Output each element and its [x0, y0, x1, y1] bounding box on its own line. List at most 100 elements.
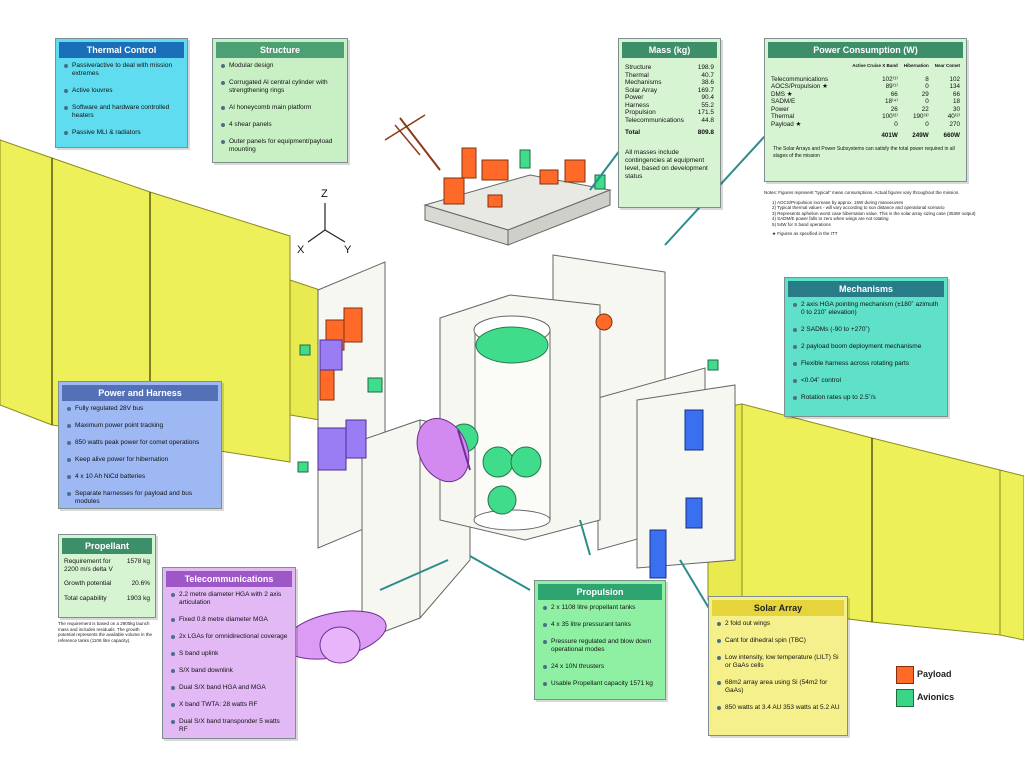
propellant-box: Propellant Requirement for 2200 m/s delt… — [58, 534, 156, 618]
list-item: 4 x 10 Ah NiCd batteries — [67, 473, 215, 481]
list-item: Fully regulated 28V bus — [67, 405, 215, 413]
power-harness-box: Power and Harness Fully regulated 28V bu… — [58, 381, 222, 509]
axis-y-label: Y — [344, 244, 352, 256]
thermal-control-box: Thermal Control Passive/active to deal w… — [55, 38, 188, 148]
list-item: Cant for dihedral spin (TBC) — [717, 637, 841, 645]
list-item: 24 x 10N thrusters — [543, 663, 659, 671]
payload-legend-swatch — [896, 666, 914, 684]
list-item: Passive MLI & radiators — [64, 129, 181, 137]
list-item: Maximum power point tracking — [67, 422, 215, 430]
list-item: 4 shear panels — [221, 121, 341, 129]
mechanisms-title: Mechanisms — [788, 281, 944, 297]
thermal-control-title: Thermal Control — [59, 42, 184, 58]
list-item: 2x LGAs for omnidirectional coverage — [171, 633, 289, 641]
structure-box: Structure Modular design Corrugated Al c… — [212, 38, 348, 163]
power-total-row: 401W 249W 660W — [881, 132, 960, 139]
list-item: 850 watts at 3.4 AU 353 watts at 5.2 AU — [717, 704, 841, 712]
power-notes-header: Notes: Figures represent "typical" mean … — [764, 190, 960, 195]
mechanisms-box: Mechanisms 2 axis HGA pointing mechanism… — [784, 277, 948, 417]
list-item: Low intensity, low temperature (LILT) Si… — [717, 654, 841, 670]
telecommunications-title: Telecommunications — [166, 571, 292, 587]
list-item: 2 payload boom deployment mechanisme — [793, 343, 941, 351]
list-item: Dual S/X band transponder 5 watts RF — [171, 718, 289, 734]
list-item: 2 SADMs (-90 to +270˚) — [793, 326, 941, 334]
list-item: X band TWTA: 28 watts RF — [171, 701, 289, 709]
propellant-title: Propellant — [62, 538, 152, 554]
avionics-units — [297, 307, 719, 579]
central-cylinder — [473, 315, 551, 531]
avionics-legend-swatch — [896, 689, 914, 707]
list-item: Separate harnesses for payload and bus m… — [67, 490, 215, 506]
mechanisms-list: 2 axis HGA pointing mechanism (±180˚ azi… — [785, 297, 947, 413]
list-item: 850 watts peak power for comet operation… — [67, 439, 215, 447]
list-item: S/X band downlink — [171, 667, 289, 675]
power-notes: Notes: Figures represent "typical" mean … — [764, 190, 1004, 237]
list-item: Corrugated Al central cylinder with stre… — [221, 79, 341, 95]
payload-platform — [384, 114, 606, 208]
list-item: Al honeycomb main platform — [221, 104, 341, 112]
list-item: Active louvres — [64, 87, 181, 95]
solar-array-box: Solar Array 2 fold out wings Cant for di… — [708, 596, 848, 736]
right-solar-wing — [707, 403, 1024, 641]
table-header-row: Active Cruise X Band Hibernation Near Co… — [852, 63, 960, 68]
list-item: Modular design — [221, 62, 341, 70]
list-item: 68m2 array area using Si (54m2 for GaAs) — [717, 679, 841, 695]
telecommunications-list: 2.2 metre diameter HGA with 2 axis artic… — [163, 587, 295, 745]
list-item: 5) 54W for S band operations — [772, 221, 831, 227]
list-item: 2 x 1108 litre propellant tanks — [543, 604, 659, 612]
structure-list: Modular design Corrugated Al central cyl… — [213, 58, 347, 165]
list-item: 4 x 35 litre pressurant tanks — [543, 621, 659, 629]
list-item: 3) Represents aphelion worst case hibern… — [772, 210, 976, 216]
list-item: 2 fold out wings — [717, 620, 841, 628]
power-consumption-box: Power Consumption (W) Active Cruise X Ba… — [764, 38, 967, 182]
list-item: Flexible harness across rotating parts — [793, 360, 941, 368]
hga-dish — [283, 559, 449, 664]
solar-array-list: 2 fold out wings Cant for dihedral spin … — [709, 616, 847, 723]
propulsion-title: Propulsion — [538, 584, 662, 600]
power-consumption-title: Power Consumption (W) — [768, 42, 963, 58]
axis-triad — [307, 203, 346, 243]
list-item: S band uplink — [171, 650, 289, 658]
thermal-control-list: Passive/active to deal with mission extr… — [56, 58, 187, 148]
list-item: Software and hardware controlled heaters — [64, 104, 181, 120]
structure-title: Structure — [216, 42, 344, 58]
power-harness-title: Power and Harness — [62, 385, 218, 401]
telecommunications-box: Telecommunications 2.2 metre diameter HG… — [162, 567, 296, 739]
list-item: 4) SADM/E power falls to zero when wings… — [772, 216, 889, 221]
mass-note: All masses include contingencies at equi… — [625, 148, 708, 180]
list-item: Usable Propellant capacity 1571 kg — [543, 680, 659, 688]
list-item: <0.04˚ control — [793, 377, 941, 385]
list-item: Fixed 0.8 metre diameter MGA — [171, 616, 289, 624]
list-item: Pressure regulated and blow down operati… — [543, 638, 659, 654]
list-item: 2 axis HGA pointing mechanism (±180˚ azi… — [793, 301, 941, 317]
payload-legend-label: Payload — [917, 669, 952, 679]
list-item: 1) AOCS/Propulsion increase by approx. 1… — [772, 199, 904, 205]
mga-dish — [416, 417, 471, 483]
list-item: Dual S/X band HGA and MGA — [171, 684, 289, 692]
list-item: Rotation rates up to 2.5˚/s — [793, 394, 941, 402]
star-note: ★ Figures as specified in the ITT — [772, 231, 838, 236]
avionics-legend-label: Avionics — [917, 692, 955, 702]
power-table: Active Cruise X Band Hibernation Near Co… — [771, 62, 960, 140]
